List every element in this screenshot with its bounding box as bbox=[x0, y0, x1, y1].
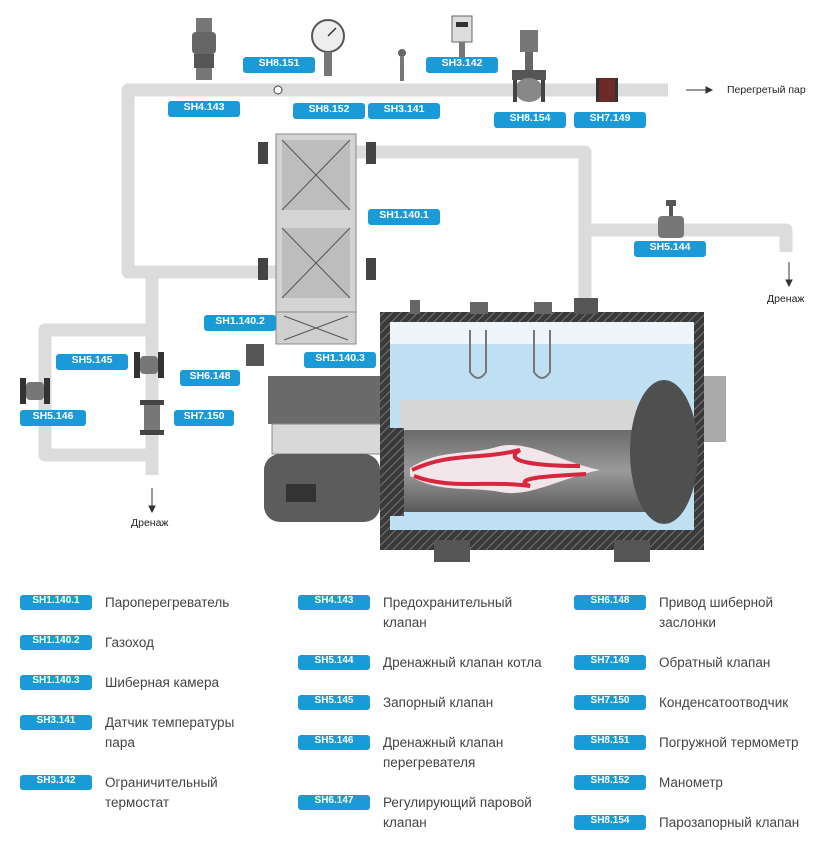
legend-code: SH1.140.2 bbox=[20, 635, 92, 650]
burner-assembly bbox=[264, 376, 383, 522]
boiler-body bbox=[380, 298, 726, 562]
legend-text: Датчик температуры пара bbox=[105, 715, 235, 750]
legend-code: SH1.140.3 bbox=[20, 675, 92, 690]
legend-code: SH6.147 bbox=[298, 795, 370, 810]
tag-sh5145: SH5.145 bbox=[56, 354, 128, 370]
legend-text: Предохранительный клапан bbox=[383, 595, 513, 630]
legend-item-sh7149: SH7.149 Обратный клапан bbox=[574, 653, 829, 673]
legend-item-sh8154: SH8.154 Парозапорный клапан bbox=[574, 813, 839, 833]
boiler-drawing bbox=[20, 15, 793, 562]
legend-text: Ограничительный термостат bbox=[105, 775, 218, 810]
tag-sh3142: SH3.142 bbox=[426, 57, 498, 73]
legend-code: SH6.148 bbox=[574, 595, 646, 610]
flow-arrows bbox=[148, 86, 793, 514]
legend-code: SH7.150 bbox=[574, 695, 646, 710]
steam-trap-icon bbox=[140, 400, 164, 435]
tag-sh1140-3: SH1.140.3 bbox=[304, 352, 376, 368]
legend-text: Манометр bbox=[659, 775, 723, 790]
check-valve-icon bbox=[596, 78, 618, 102]
tag-sh7149: SH7.149 bbox=[574, 112, 646, 128]
legend-item-sh5146: SH5.146 Дренажный клапан перегревателя bbox=[298, 733, 533, 773]
legend-item-sh3141: SH3.141 Датчик температуры пара bbox=[20, 713, 255, 753]
superheater-drain-valve-icon bbox=[20, 378, 50, 404]
tag-sh3141: SH3.141 bbox=[368, 103, 440, 119]
legend-code: SH3.142 bbox=[20, 775, 92, 790]
tag-sh1140-1: SH1.140.1 bbox=[368, 209, 440, 225]
legend-item-sh7150: SH7.150 Конденсатоотводчик bbox=[574, 693, 829, 713]
legend-item-sh3142: SH3.142 Ограничительный термостат bbox=[20, 773, 255, 813]
legend-code: SH5.146 bbox=[298, 735, 370, 750]
legend-item-sh6147: SH6.147 Регулирующий паровой клапан bbox=[298, 793, 553, 833]
legend-code: SH4.143 bbox=[298, 595, 370, 610]
label-superheated-steam: Перегретый пар bbox=[727, 84, 806, 96]
legend-text: Дренажный клапан перегревателя bbox=[383, 735, 504, 770]
legend-code: SH5.145 bbox=[298, 695, 370, 710]
legend-code: SH7.149 bbox=[574, 655, 646, 670]
thermometer-icon bbox=[273, 85, 283, 95]
legend-code: SH1.140.1 bbox=[20, 595, 92, 610]
legend-item-sh4143: SH4.143 Предохранительный клапан bbox=[298, 593, 553, 633]
legend-text: Парозапорный клапан bbox=[659, 815, 800, 830]
tag-sh7150: SH7.150 bbox=[174, 410, 234, 426]
legend-text: Конденсатоотводчик bbox=[659, 695, 789, 710]
tag-sh1140-2: SH1.140.2 bbox=[204, 315, 276, 331]
boiler-drain-valve-icon bbox=[658, 200, 684, 238]
legend-code: SH8.151 bbox=[574, 735, 646, 750]
legend-item-sh1140-2: SH1.140.2 Газоход bbox=[20, 633, 255, 653]
legend-code: SH3.141 bbox=[20, 715, 92, 730]
legend-item-sh5144: SH5.144 Дренажный клапан котла bbox=[298, 653, 563, 673]
tag-sh8152: SH8.152 bbox=[293, 103, 365, 119]
pressure-gauge-icon bbox=[311, 19, 345, 76]
tag-sh5146: SH5.146 bbox=[20, 410, 86, 426]
legend-text: Дренажный клапан котла bbox=[383, 655, 542, 670]
legend-text: Погружной термометр bbox=[659, 735, 799, 750]
legend-code: SH5.144 bbox=[298, 655, 370, 670]
legend-code: SH8.152 bbox=[574, 775, 646, 790]
legend-code: SH8.154 bbox=[574, 815, 646, 830]
boiler-diagram: SH8.151 SH3.142 SH4.143 SH8.152 SH3.141 … bbox=[20, 15, 806, 562]
legend-text: Регулирующий паровой клапан bbox=[383, 795, 532, 830]
superheater-column bbox=[246, 133, 376, 366]
legend-item-sh8152: SH8.152 Манометр bbox=[574, 773, 829, 793]
label-drain-right: Дренаж bbox=[767, 293, 805, 305]
tag-sh6148: SH6.148 bbox=[180, 370, 240, 386]
flame-icon bbox=[410, 444, 600, 494]
shutoff-valve-icon bbox=[134, 352, 164, 378]
label-drain-left: Дренаж bbox=[131, 517, 169, 529]
legend-text: Пароперегреватель bbox=[105, 595, 230, 610]
thermostat-icon bbox=[451, 15, 473, 62]
legend-item-sh1140-3: SH1.140.3 Шиберная камера bbox=[20, 673, 255, 693]
legend-item-sh6148: SH6.148 Привод шиберной заслонки bbox=[574, 593, 809, 633]
tag-sh4143: SH4.143 bbox=[168, 101, 240, 117]
legend-text: Привод шиберной заслонки bbox=[659, 595, 774, 630]
legend-text: Газоход bbox=[105, 635, 154, 650]
tag-sh8154: SH8.154 bbox=[494, 112, 566, 128]
legend-text: Запорный клапан bbox=[383, 695, 494, 710]
legend-text: Обратный клапан bbox=[659, 655, 771, 670]
legend-item-sh8151: SH8.151 Погружной термометр bbox=[574, 733, 839, 753]
tag-sh8151: SH8.151 bbox=[243, 57, 315, 73]
legend-text: Шиберная камера bbox=[105, 675, 220, 690]
tag-sh5144: SH5.144 bbox=[634, 241, 706, 257]
legend-item-sh1140-1: SH1.140.1 Пароперегреватель bbox=[20, 593, 255, 613]
temperature-sensor-icon bbox=[398, 49, 406, 81]
legend-item-sh5145: SH5.145 Запорный клапан bbox=[298, 693, 553, 713]
safety-valve-icon bbox=[192, 18, 216, 80]
control-valve-icon bbox=[512, 30, 546, 102]
